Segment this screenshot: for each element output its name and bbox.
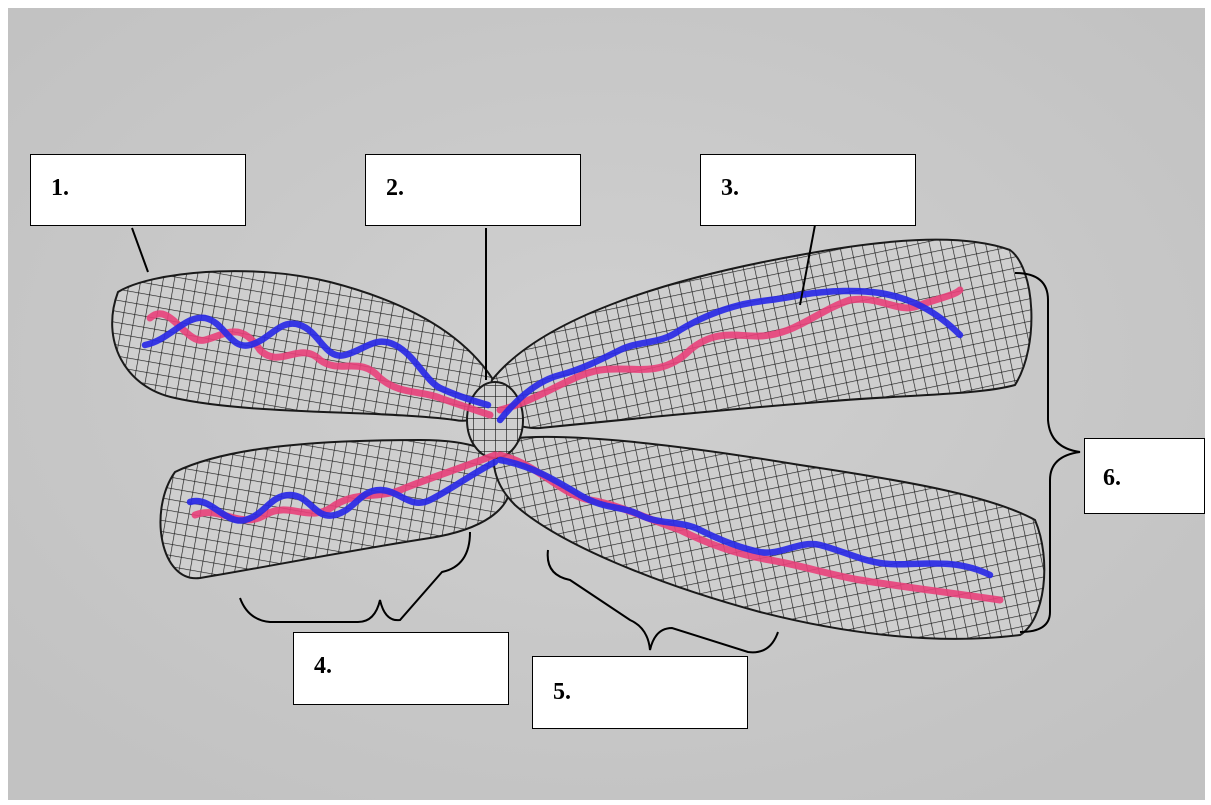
- label-number-1: 1.: [51, 175, 69, 202]
- label-number-6: 6.: [1103, 465, 1121, 492]
- label-box-1[interactable]: 1.: [30, 154, 246, 226]
- label-box-2[interactable]: 2.: [365, 154, 581, 226]
- label-box-3[interactable]: 3.: [700, 154, 916, 226]
- label-number-3: 3.: [721, 175, 739, 202]
- label-number-2: 2.: [386, 175, 404, 202]
- label-box-5[interactable]: 5.: [532, 656, 748, 729]
- centromere: [467, 382, 523, 458]
- label-number-4: 4.: [314, 653, 332, 680]
- label-box-4[interactable]: 4.: [293, 632, 509, 705]
- label-number-5: 5.: [553, 679, 571, 706]
- label-box-6[interactable]: 6.: [1084, 438, 1205, 514]
